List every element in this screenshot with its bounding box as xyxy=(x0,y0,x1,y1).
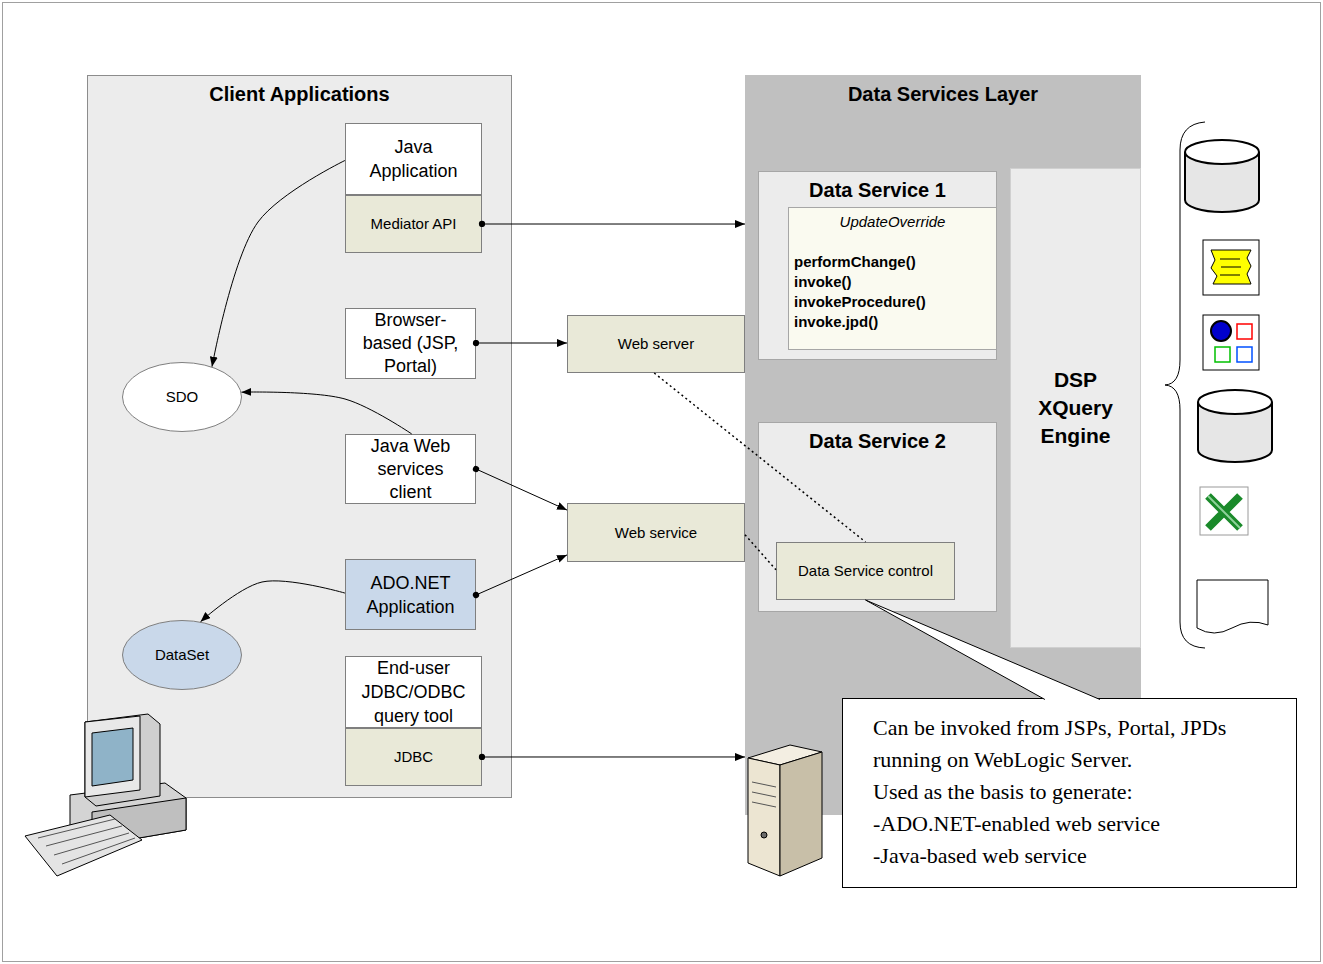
connector-arrow xyxy=(212,160,345,366)
spreadsheet-icon-highlight xyxy=(1208,496,1240,528)
server-side xyxy=(780,752,822,876)
monitor-screen xyxy=(92,728,133,786)
engine-box: DSP XQuery Engine xyxy=(1010,168,1141,648)
node-label: Web server xyxy=(618,334,694,354)
node-label: DataSet xyxy=(155,645,209,665)
computer-base-front xyxy=(92,798,186,846)
node-label: DSP XQuery Engine xyxy=(1033,366,1118,450)
class-name: UpdateOverride xyxy=(840,212,946,232)
object-ellipse: SDO xyxy=(122,362,242,432)
flat-file-icon xyxy=(1197,580,1268,633)
curly-bracket xyxy=(1165,122,1205,648)
server-box: Web server xyxy=(567,315,745,373)
ellipse-shape xyxy=(123,363,242,432)
client-box: ADO.NET Application xyxy=(345,559,476,630)
band-heading: Data Services Layer xyxy=(848,81,1038,107)
node-label: JDBC xyxy=(394,747,433,767)
monitor-body xyxy=(85,714,160,806)
data-source-icons xyxy=(1165,122,1272,648)
client-box: End-user JDBC/ODBC query tool xyxy=(345,656,482,728)
callout-note: Can be invoked from JSPs, Portal, JPDs r… xyxy=(842,698,1297,888)
computer-base xyxy=(70,783,186,846)
node-label: Data Service control xyxy=(798,561,933,581)
xml-document-icon xyxy=(1211,250,1251,284)
node-label: ADO.NET Application xyxy=(356,571,466,619)
server-box: Web service xyxy=(567,503,745,562)
database-cylinder xyxy=(1185,152,1259,212)
node-label: Browser- based (JSP, Portal) xyxy=(356,309,466,378)
node-label: Mediator API xyxy=(371,214,457,234)
node-label: SDO xyxy=(166,387,199,407)
client-applications-band: Client ApplicationsJava ApplicationMedia… xyxy=(87,75,512,798)
server-drive-slots xyxy=(752,782,776,807)
connector-arrow xyxy=(482,224,745,225)
client-box: Java Web services client xyxy=(345,434,476,504)
connector-arrow xyxy=(476,343,567,344)
server-front xyxy=(748,758,780,876)
server-light xyxy=(761,832,767,838)
node-label: Java Application xyxy=(354,135,474,183)
spreadsheet-icon-mark xyxy=(1208,496,1240,528)
keyboard-keys xyxy=(38,819,135,864)
object-icon-frame xyxy=(1203,315,1259,370)
node-label: -Java-based web service xyxy=(873,840,1087,872)
object-ellipse: DataSet xyxy=(122,620,242,690)
node-label: Web service xyxy=(615,523,697,543)
control-box: Data Service control xyxy=(776,542,955,600)
client-computer-icon xyxy=(25,714,186,876)
service-heading: Data Service 2 xyxy=(809,428,946,454)
dotted-link xyxy=(745,535,776,570)
connector-arrow xyxy=(201,581,345,622)
ellipse-shape xyxy=(123,621,242,690)
node-label: End-user JDBC/ODBC query tool xyxy=(351,656,476,728)
api-box: JDBC xyxy=(345,728,482,786)
object-icon-green-square xyxy=(1215,347,1230,362)
method-list: performChange() invoke() invokeProcedure… xyxy=(794,252,926,332)
connector-arrow xyxy=(482,756,745,757)
node-label: -ADO.NET-enabled web service xyxy=(873,808,1160,840)
server-top xyxy=(748,745,822,765)
data-service-box: Data Service 1 UpdateOverride performChang… xyxy=(758,171,997,360)
client-box: Browser- based (JSP, Portal) xyxy=(345,308,476,379)
override-box: UpdateOverride performChange() invoke() i… xyxy=(788,207,997,350)
monitor-front xyxy=(85,716,140,797)
service-heading: Data Service 1 xyxy=(809,177,946,203)
keyboard xyxy=(25,815,142,876)
object-icon-blue-square xyxy=(1237,347,1252,362)
dotted-link xyxy=(654,373,865,542)
object-icon-red-square xyxy=(1237,324,1252,339)
document-icon-frame xyxy=(1203,240,1259,295)
server-icon xyxy=(748,745,822,876)
node-label: Can be invoked from JSPs, Portal, JPDs r… xyxy=(873,712,1276,776)
node-label: Used as the basis to generate: xyxy=(873,776,1133,808)
spreadsheet-icon-frame xyxy=(1200,487,1248,535)
node-label: Java Web services client xyxy=(363,435,458,504)
connectors xyxy=(201,160,1100,757)
connector-arrow xyxy=(476,555,567,595)
application-box: Java Application xyxy=(345,123,482,195)
database-cylinder xyxy=(1198,402,1272,462)
connector-arrow xyxy=(476,469,567,510)
document-lines xyxy=(1220,259,1241,275)
band-heading: Client Applications xyxy=(209,81,389,107)
outer-frame xyxy=(3,3,1321,962)
database-cylinder-top xyxy=(1198,390,1272,414)
database-cylinder-top xyxy=(1185,140,1259,164)
callout-pointer xyxy=(866,600,1100,700)
data-service-box: Data Service 2 Data Service control xyxy=(758,422,997,612)
api-box: Mediator API xyxy=(345,195,482,253)
connector-arrow xyxy=(241,392,411,434)
object-icon-circle xyxy=(1211,321,1231,341)
